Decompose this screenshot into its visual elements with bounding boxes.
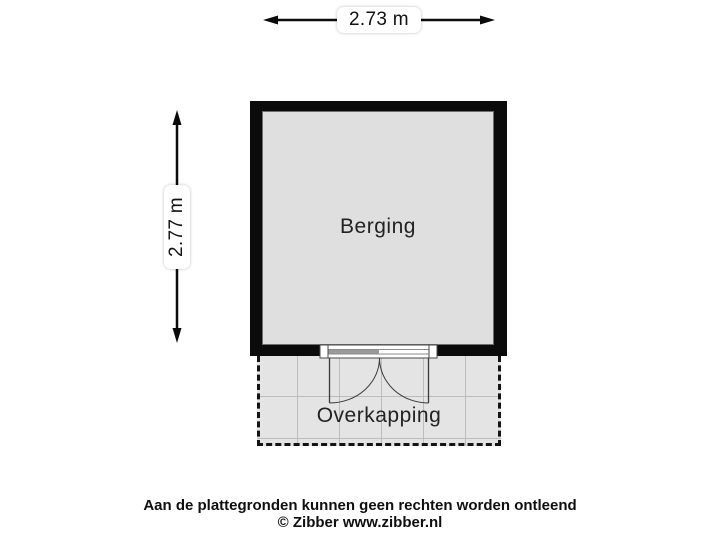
berging-floor [262, 111, 494, 345]
disclaimer-text: Aan de plattegronden kunnen geen rechten… [143, 497, 577, 514]
width-dimension-label: 2.73 m [337, 7, 421, 33]
overkapping-area [257, 356, 501, 446]
copyright-text: © Zibber www.zibber.nl [277, 514, 443, 531]
arrowhead-right-icon [480, 15, 495, 25]
room-label-overkapping: Overkapping [316, 404, 442, 427]
height-dimension-label: 2.77 m [164, 185, 190, 269]
double-door-icon [319, 344, 438, 404]
arrowhead-left-icon [263, 15, 278, 25]
room-label-berging: Berging [340, 215, 416, 238]
arrowhead-up-icon [172, 110, 182, 125]
arrowhead-down-icon [172, 328, 182, 343]
